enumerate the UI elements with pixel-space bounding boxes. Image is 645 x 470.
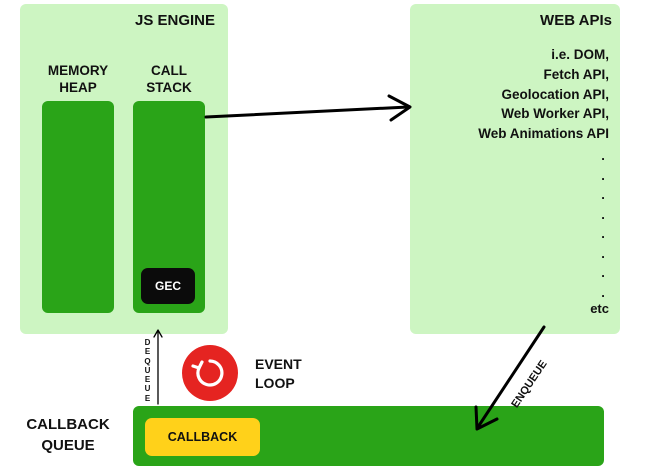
web-apis-dots: . . . . . . . . (598, 146, 608, 302)
call-stack-to-web-apis-arrow (204, 94, 412, 122)
event-loop-label: EVENT LOOP (255, 356, 302, 391)
event-loop-icon (182, 345, 238, 401)
dot: . (601, 206, 605, 222)
dot: . (601, 167, 605, 183)
gec-frame: GEC (141, 268, 195, 304)
dequeue-arrow (153, 329, 163, 405)
call-stack-label: CALL STACK (146, 63, 192, 95)
memory-heap-column (42, 101, 114, 313)
dot: . (601, 226, 605, 241)
callback-queue-label: CALLBACK QUEUE (26, 416, 110, 454)
js-engine-title: JS ENGINE (135, 12, 216, 29)
dot: . (601, 245, 605, 261)
dot: . (601, 148, 605, 163)
web-apis-list: i.e. DOM, Fetch API, Geolocation API, We… (420, 45, 609, 144)
web-apis-panel (410, 4, 620, 334)
callback-item: CALLBACK (145, 418, 260, 456)
web-api-item: Geolocation API, (501, 86, 609, 102)
enqueue-label: ENQUEUE (509, 358, 549, 410)
web-api-item: Fetch API, (543, 66, 609, 82)
memory-heap-label: MEMORY HEAP (47, 63, 109, 95)
web-api-item: Web Animations API (478, 126, 609, 142)
dequeue-label: D E Q U E U E (144, 338, 151, 403)
web-apis-etc: etc (590, 301, 609, 316)
dot: . (601, 187, 605, 202)
web-api-item: Web Worker API, (501, 106, 609, 122)
web-apis-title: WEB APIs (540, 12, 612, 29)
dot: . (601, 284, 605, 300)
web-api-item: i.e. DOM, (551, 47, 609, 62)
enqueue-arrow (474, 325, 546, 431)
dot: . (601, 265, 605, 280)
